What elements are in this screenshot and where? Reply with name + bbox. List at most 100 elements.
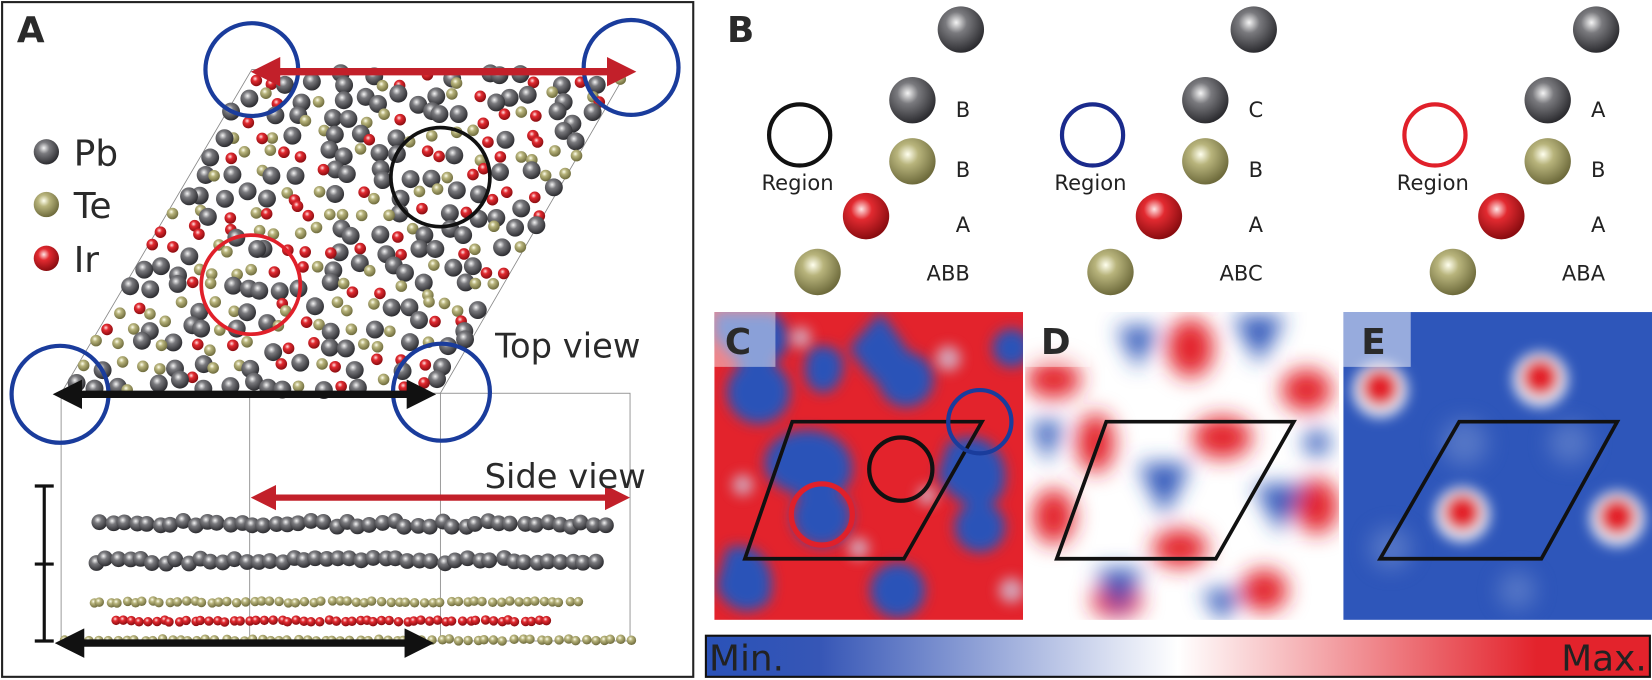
atom-te xyxy=(241,335,253,348)
atom-ir xyxy=(167,241,179,253)
atom-pb xyxy=(121,277,140,296)
atom-te xyxy=(469,243,481,256)
atom-ir xyxy=(317,163,330,176)
atom-pb xyxy=(110,551,127,568)
atom-te xyxy=(313,185,326,198)
atom-te xyxy=(469,596,479,606)
atom-pb xyxy=(248,240,267,258)
atom-ir xyxy=(256,132,268,145)
atom-te xyxy=(553,597,564,608)
atom-te xyxy=(331,296,344,308)
atom-pb xyxy=(315,513,332,530)
atom-te xyxy=(384,325,396,338)
atom-pb xyxy=(583,103,602,122)
atom-te xyxy=(316,358,328,370)
atom-pb xyxy=(192,319,211,338)
atom-pb xyxy=(132,331,151,350)
atom-pb xyxy=(258,314,277,332)
atom-te xyxy=(336,208,349,221)
atom-pb xyxy=(490,515,507,532)
layer-label: B xyxy=(1591,157,1605,182)
atom-pb xyxy=(459,550,476,567)
colorbar-gradient xyxy=(704,634,1651,678)
map-d xyxy=(1025,312,1340,620)
atom-ir xyxy=(282,342,295,355)
stacking-name: ABB xyxy=(927,260,970,285)
atom-te xyxy=(299,596,310,607)
layer-label: A xyxy=(956,212,971,237)
atom-te xyxy=(616,634,626,645)
atom-pb xyxy=(422,169,441,188)
region-circle-black xyxy=(389,125,492,229)
atom-pb xyxy=(164,333,183,352)
atom-te xyxy=(208,169,220,182)
atom-ir xyxy=(291,615,301,625)
atom-pb xyxy=(487,93,506,112)
atom-pb xyxy=(240,89,259,108)
colorbar: Min. Max. xyxy=(704,634,1651,680)
atom-pb xyxy=(353,552,370,569)
atom-pb xyxy=(361,517,378,533)
side-view-atoms xyxy=(59,513,637,646)
atom-pb xyxy=(444,258,463,277)
atom-pb xyxy=(463,257,482,276)
atom-te xyxy=(378,108,390,120)
atom-te xyxy=(477,596,487,607)
atom-te xyxy=(335,596,346,606)
atom-pb xyxy=(286,166,305,185)
atom-te xyxy=(144,308,156,320)
atom-ir xyxy=(331,616,342,626)
atom-ir xyxy=(164,617,174,627)
atom-pb xyxy=(116,514,133,531)
atom-ir xyxy=(371,353,383,366)
stack-atom-te xyxy=(1182,138,1229,185)
atom-ir xyxy=(408,616,419,626)
region-circle-red xyxy=(199,233,303,337)
atom-pb xyxy=(410,517,427,534)
atom-te xyxy=(549,145,561,157)
atom-te xyxy=(90,334,102,347)
atom-pb xyxy=(175,513,192,529)
panel-e-letter: E xyxy=(1361,322,1385,363)
atom-ir xyxy=(488,616,499,626)
atom-ir xyxy=(186,276,199,289)
atom-te xyxy=(428,259,440,271)
atom-ir xyxy=(416,615,426,625)
atom-ir xyxy=(429,315,441,328)
atom-te xyxy=(582,634,592,645)
atom-te xyxy=(116,356,129,368)
atom-te xyxy=(496,597,507,608)
atom-te xyxy=(204,344,216,357)
atom-ir xyxy=(395,248,407,261)
atom-ir xyxy=(260,208,273,220)
atom-ir xyxy=(335,380,347,393)
atom-pb xyxy=(202,553,219,570)
atom-te xyxy=(165,597,175,608)
atom-ir xyxy=(526,616,537,627)
atom-pb xyxy=(349,518,366,535)
atom-ir xyxy=(325,247,337,259)
atom-pb xyxy=(167,551,184,568)
atom-pb xyxy=(67,373,86,392)
atom-ir xyxy=(306,617,316,627)
atom-pb xyxy=(222,516,239,533)
panel-b-letter: B xyxy=(727,10,754,51)
atom-pb xyxy=(572,514,589,531)
legend-ir-label: Ir xyxy=(74,240,100,281)
map-c-cell xyxy=(742,419,986,561)
atom-te xyxy=(450,77,463,89)
atom-te xyxy=(539,596,550,607)
atom-pb xyxy=(198,207,217,226)
atom-te xyxy=(605,634,615,645)
atom-te xyxy=(543,635,553,646)
atom-pb xyxy=(575,554,591,571)
atom-te xyxy=(446,88,458,100)
atom-pb xyxy=(552,554,569,570)
atom-ir xyxy=(458,248,470,260)
atom-pb xyxy=(389,84,408,103)
atom-pb xyxy=(374,515,391,531)
atom-te xyxy=(294,227,307,240)
atom-ir xyxy=(531,136,544,148)
atom-ir xyxy=(354,242,367,255)
atom-ir xyxy=(498,108,511,120)
